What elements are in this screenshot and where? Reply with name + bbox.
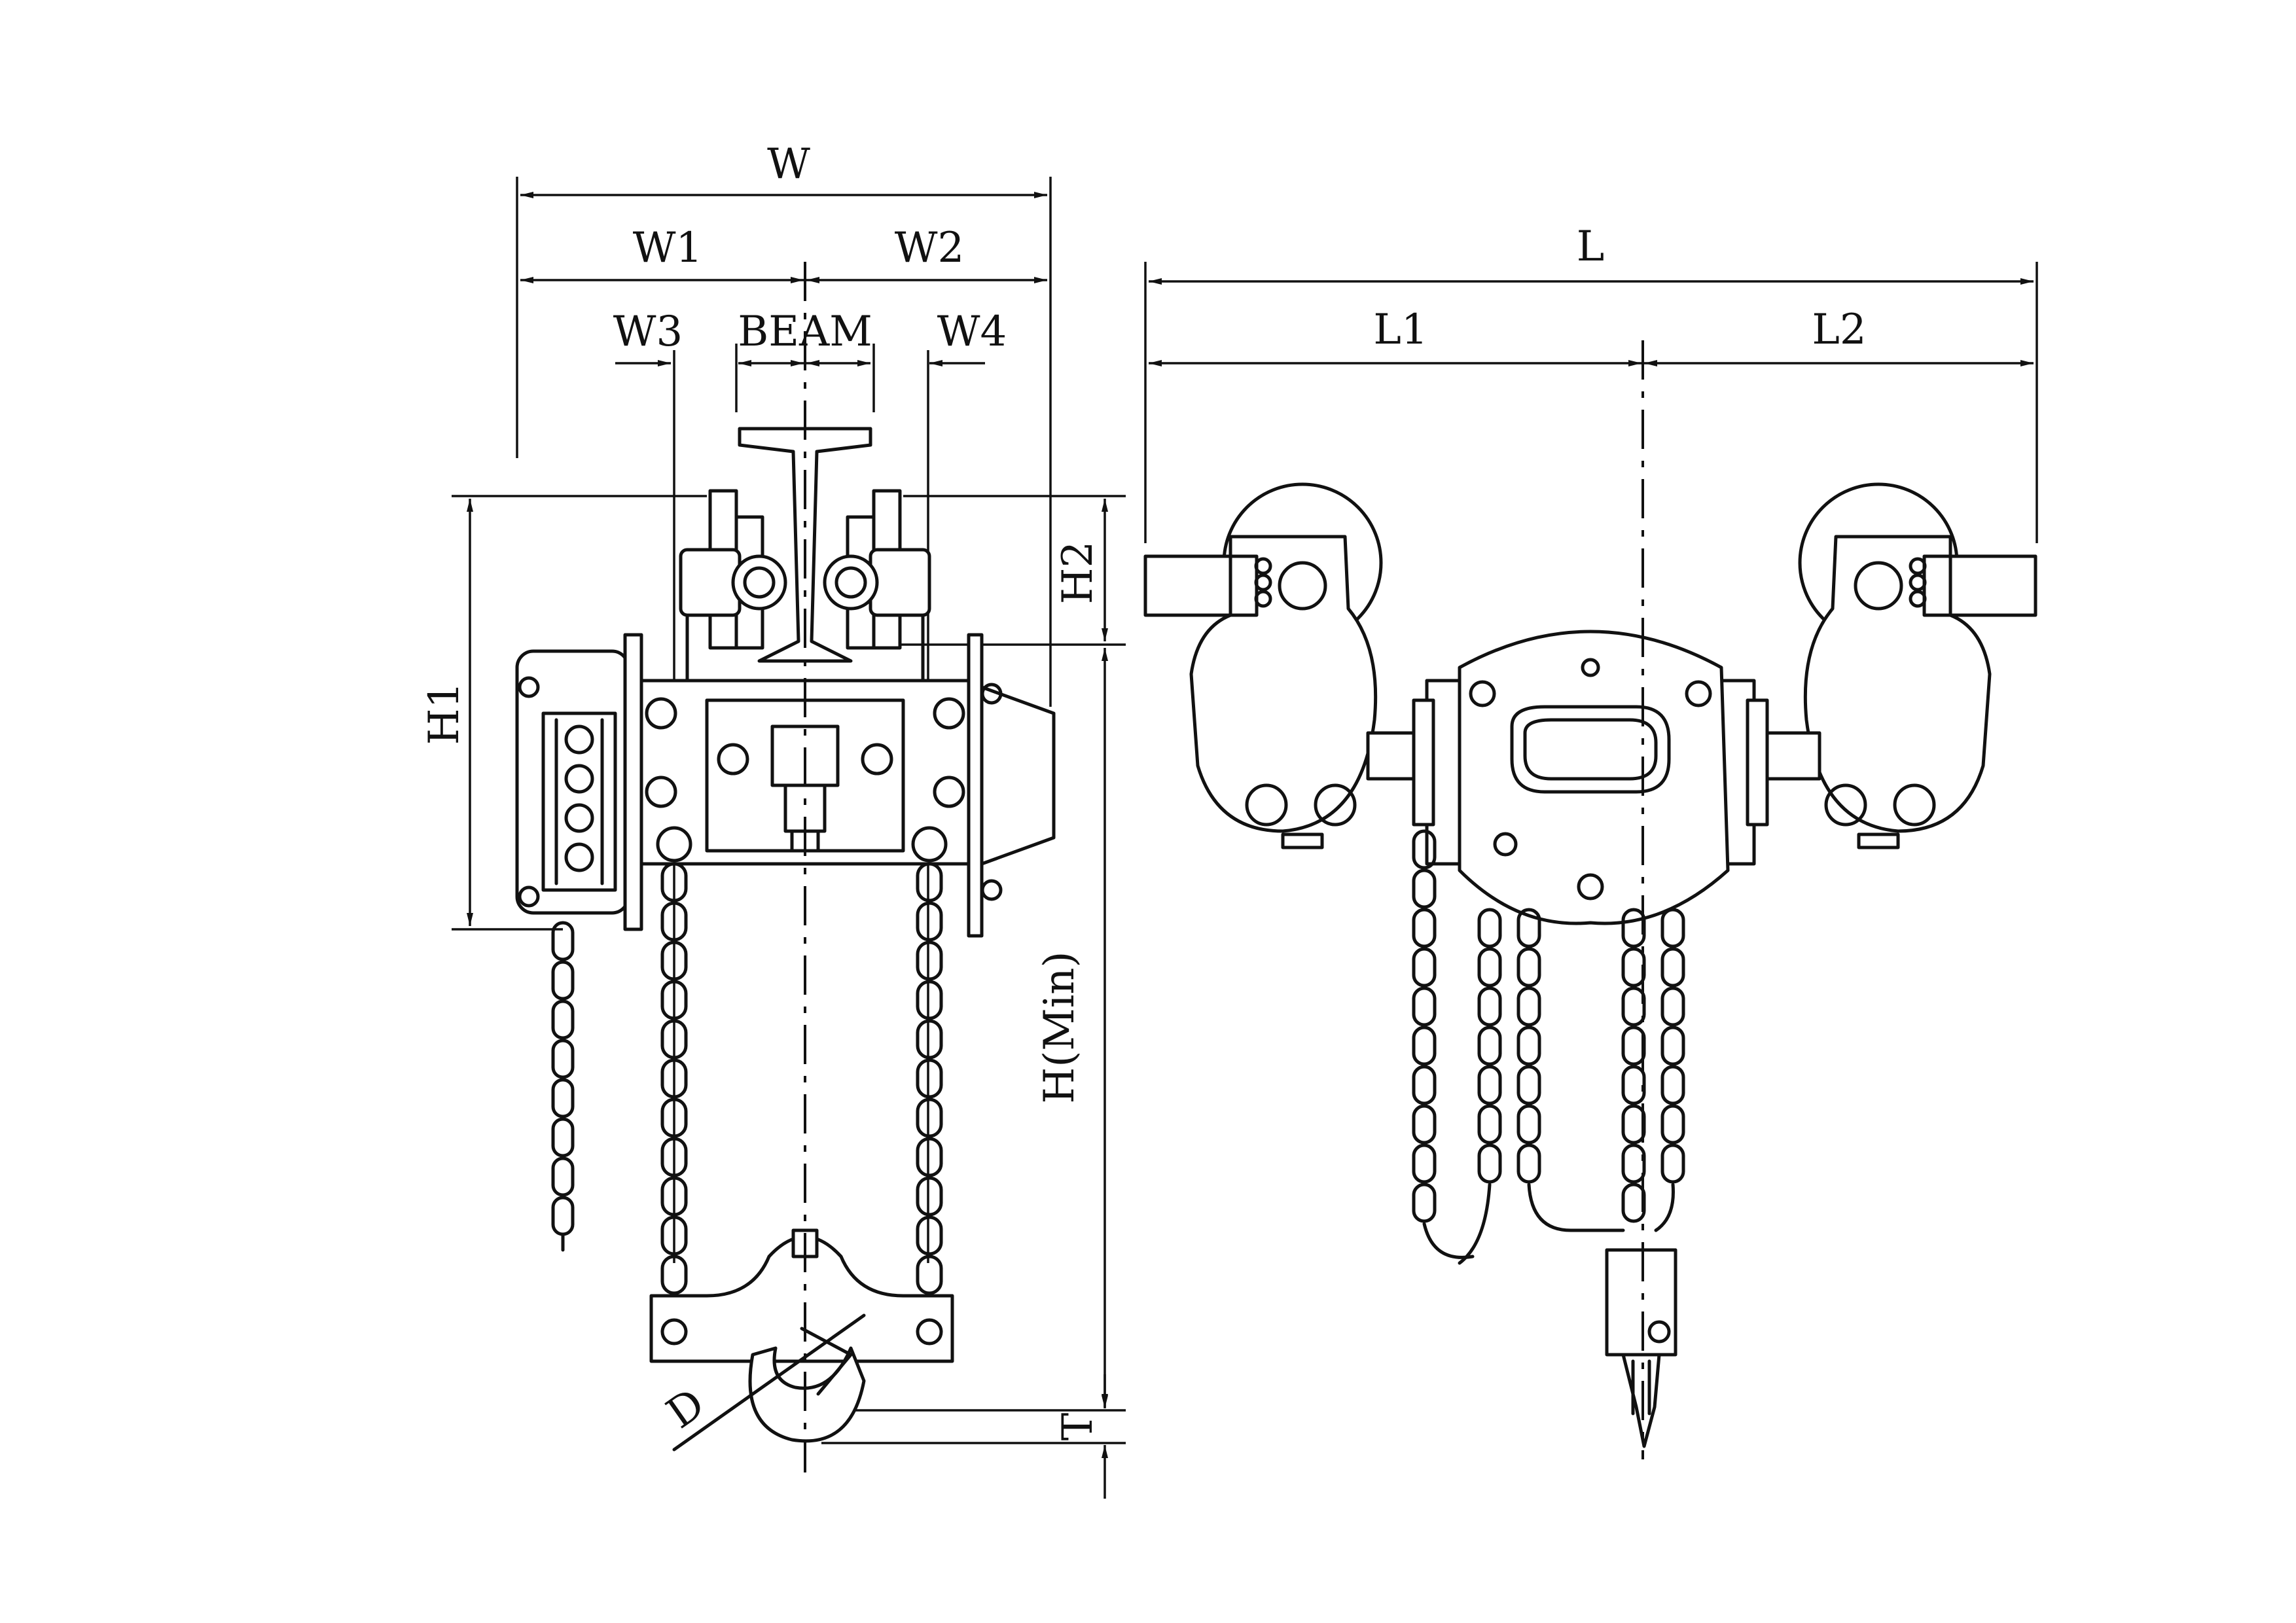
label-w: W — [767, 140, 810, 188]
label-h1: H1 — [420, 682, 469, 745]
dimension-l: L — [1144, 223, 2038, 543]
hand-chain — [551, 921, 575, 1252]
front-view: W W1 W2 W3 BEAM W4 H1 — [420, 140, 1126, 1499]
label-l: L — [1577, 223, 1605, 271]
label-w1: W1 — [633, 224, 703, 272]
dimension-l1-l2: L1 L2 — [1149, 306, 2034, 366]
label-w2: W2 — [895, 224, 965, 272]
dimension-t: T — [821, 1374, 1126, 1499]
bottom-hook-block: D — [649, 1228, 954, 1452]
right-trolley-wheel — [1798, 482, 2037, 849]
label-l1: L1 — [1373, 306, 1427, 354]
right-load-chain — [911, 826, 948, 1295]
label-l2: L2 — [1812, 306, 1866, 354]
hoist-body — [515, 633, 1056, 938]
label-w4: W4 — [937, 308, 1007, 356]
dimension-w1-w2: W1 W2 — [520, 224, 1047, 283]
dimension-h1: H1 — [420, 495, 707, 931]
left-load-chain — [656, 826, 692, 1295]
hoist-side-body — [1412, 630, 1769, 925]
label-w3: W3 — [613, 308, 683, 356]
trolley-plates — [679, 489, 931, 715]
label-h-min: H(Min) — [1035, 952, 1084, 1104]
label-t: T — [1054, 1412, 1102, 1440]
side-hook — [1605, 1248, 1677, 1448]
dimension-h2: H2 — [884, 495, 1126, 646]
dimension-h-min: H(Min) — [1035, 648, 1108, 1407]
label-h2: H2 — [1054, 541, 1102, 605]
side-view: L L1 L2 — [1143, 223, 2038, 1459]
dimension-w: W — [516, 140, 1052, 707]
side-load-chain — [1621, 908, 1685, 1232]
left-trolley-wheel — [1143, 482, 1383, 849]
side-hand-chain — [1412, 829, 1625, 1265]
